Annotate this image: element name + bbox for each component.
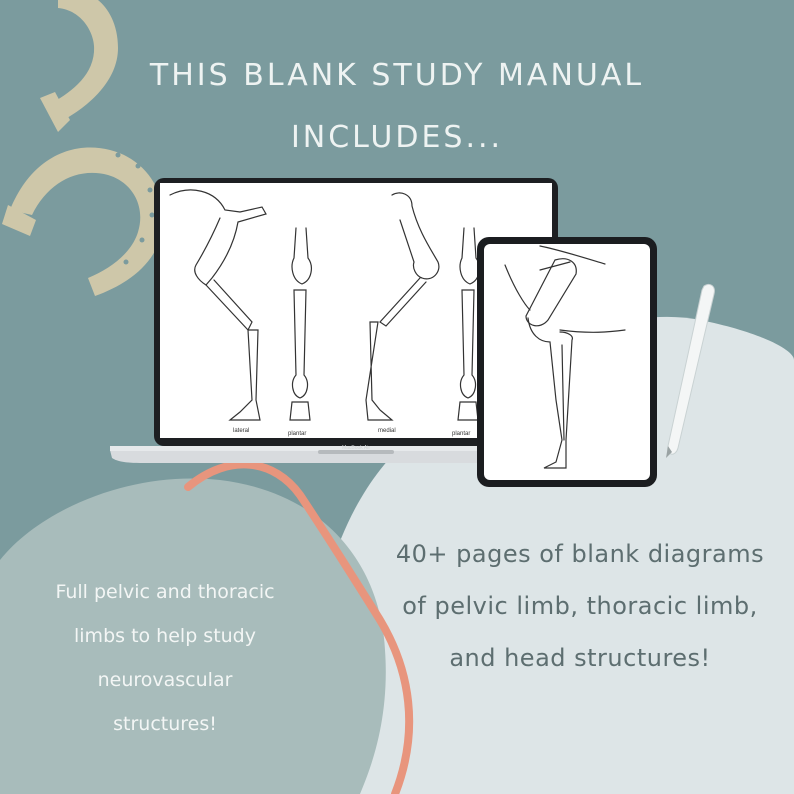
coral-line: [184, 460, 414, 794]
stylus-icon: [666, 283, 715, 458]
tablet-screen: [484, 244, 650, 480]
tablet: [477, 237, 657, 487]
laptop-view-label: medial: [378, 428, 396, 434]
horseshoe-icon: [40, 0, 118, 132]
left-caption-line: Full pelvic and thoracic: [55, 581, 275, 603]
left-caption-line: structures!: [113, 713, 217, 735]
page-title-line1: THIS BLANK STUDY MANUAL: [149, 58, 645, 93]
right-caption-line: and head structures!: [449, 644, 711, 672]
laptop-brand-label: MacBook Air: [342, 445, 370, 451]
horseshoe-icon: [2, 147, 164, 296]
laptop-view-label: plantar: [452, 431, 470, 437]
right-caption: 40+ pages of blank diagrams of pelvic li…: [370, 528, 790, 684]
right-caption-line: of pelvic limb, thoracic limb,: [402, 592, 758, 620]
left-caption-line: limbs to help study: [74, 625, 256, 647]
left-caption: Full pelvic and thoracic limbs to help s…: [20, 570, 310, 746]
laptop-view-label: lateral: [233, 428, 249, 434]
left-caption-line: neurovascular: [97, 669, 233, 691]
page-title-line2: INCLUDES...: [290, 120, 504, 155]
sage-blob-left: [0, 478, 386, 794]
laptop-view-label: plantar: [288, 431, 306, 437]
right-caption-line: 40+ pages of blank diagrams: [395, 540, 765, 568]
